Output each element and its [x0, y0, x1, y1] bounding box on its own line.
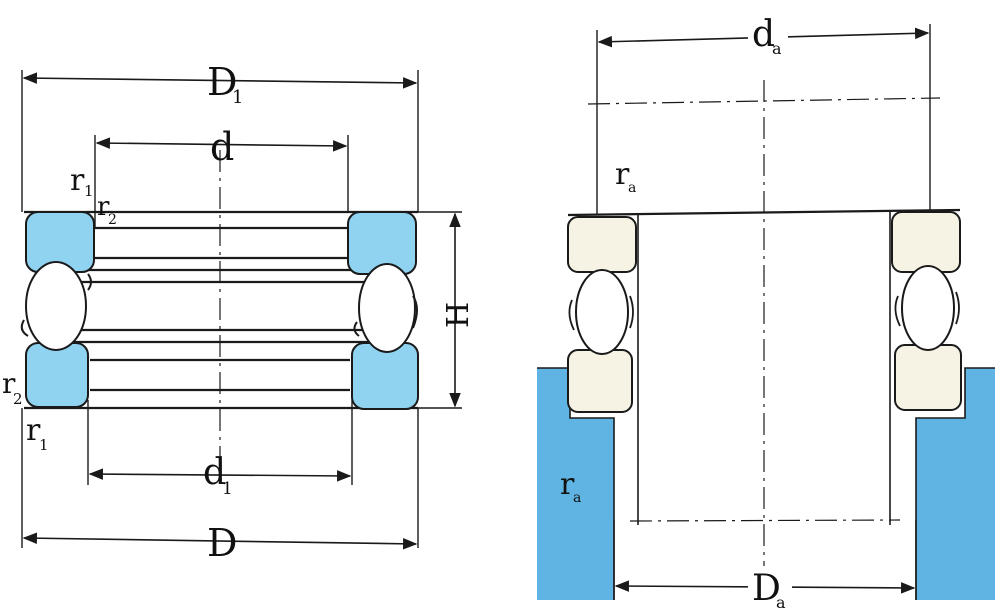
label-ra-bottom-sub: a [573, 490, 581, 506]
label-ra-bottom: r [560, 467, 575, 502]
label-H: H [441, 302, 476, 328]
right-labels: d a r a r a D a [560, 10, 792, 612]
label-r2-bottom-sub: 2 [13, 390, 23, 408]
label-d: d [210, 125, 234, 169]
left-labels: D 1 d r 1 r 2 H r 2 r 1 d 1 D [2, 60, 476, 565]
label-ra-top: r [615, 157, 630, 192]
label-da-bg [748, 10, 788, 60]
label-r2-top: r [97, 192, 110, 222]
dim-d [95, 137, 348, 152]
label-d1: d [203, 452, 226, 493]
label-r1-top: r [70, 163, 85, 198]
label-ra-top-sub: a [628, 180, 636, 196]
label-d1-sub: 1 [222, 479, 233, 499]
ball-left [20, 261, 92, 351]
ring-top-left [567, 216, 637, 273]
label-Da-bg [748, 566, 792, 608]
ball-right [353, 263, 418, 353]
right-centerline-top [587, 97, 941, 105]
dim-d1 [88, 468, 352, 482]
label-D: D [207, 521, 237, 565]
label-da: d [752, 14, 775, 55]
label-Da-sub: a [776, 593, 786, 612]
label-D1-sub: 1 [232, 87, 243, 108]
ball-right-left [575, 269, 629, 355]
label-r1-bottom: r [26, 413, 41, 448]
label-Da: D [752, 568, 781, 609]
left-bearing-section [20, 70, 462, 550]
label-D1: D [207, 60, 237, 104]
label-r2-top-sub: 2 [108, 212, 117, 228]
right-bearing-section [537, 24, 995, 600]
ring-bottom-right [894, 344, 962, 411]
label-da-sub: a [772, 39, 782, 58]
dim-D1 [22, 72, 418, 89]
ring-bottom-left [567, 349, 633, 413]
washer-bottom-left [25, 342, 89, 408]
dim-D [22, 532, 418, 550]
label-r1-bottom-sub: 1 [39, 436, 49, 454]
label-r1-top-sub: 1 [84, 182, 94, 200]
ball-right-right [901, 265, 955, 351]
housing-left [537, 368, 614, 600]
right-centerline-bottom [629, 519, 901, 522]
label-r2-bottom: r [2, 367, 16, 400]
housing-right [916, 368, 995, 600]
ring-top-right [891, 211, 961, 273]
